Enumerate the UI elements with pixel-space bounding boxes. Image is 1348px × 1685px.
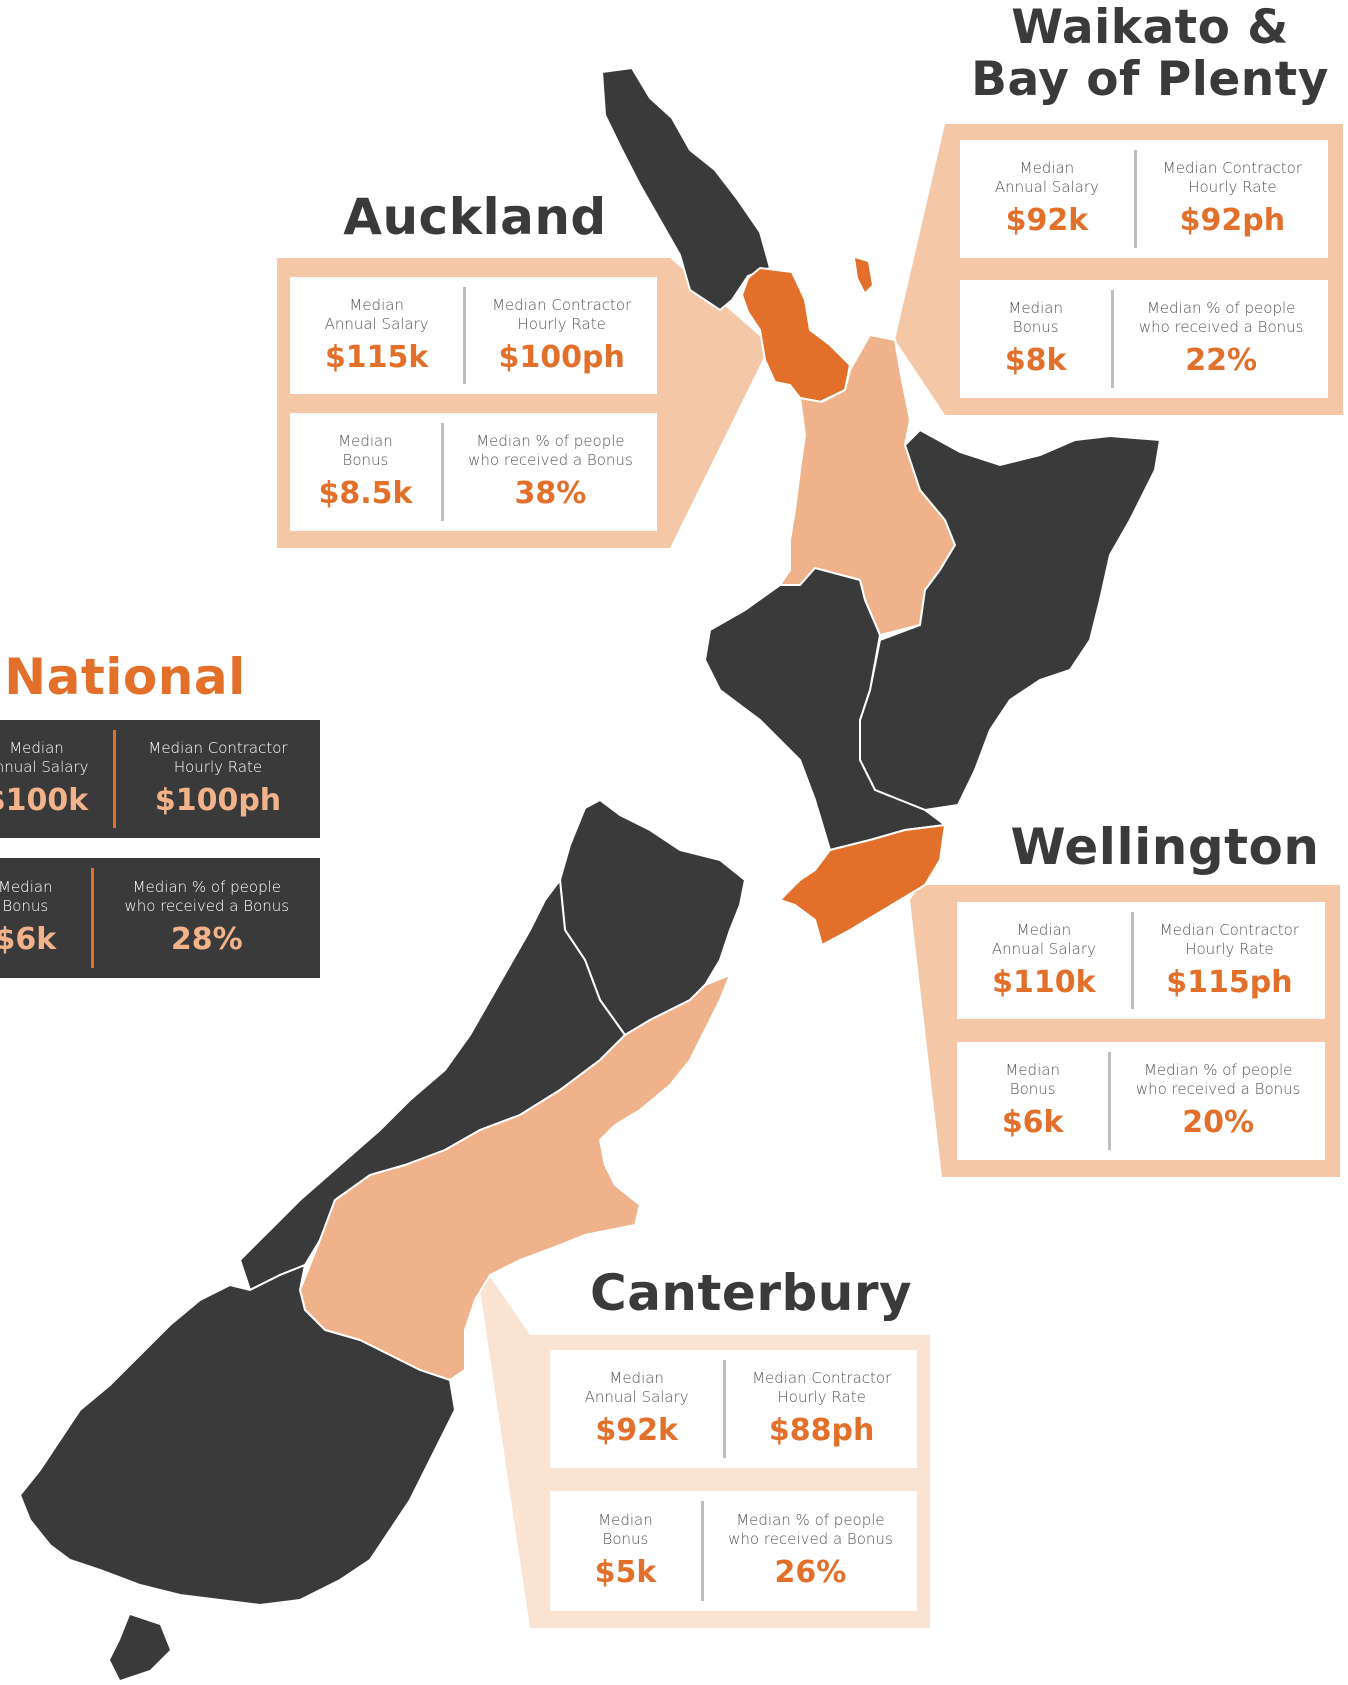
salary-label: Median Annual Salary: [324, 295, 429, 333]
stewart-island: [110, 1615, 170, 1680]
canterbury-salary-card: Median Annual Salary $92k Median Contrac…: [550, 1350, 917, 1468]
national-bonus: Median Bonus $6k: [0, 858, 91, 978]
pct-value: 26%: [774, 1555, 847, 1590]
divider: [723, 1360, 727, 1458]
bonus-label: Median Bonus: [0, 878, 53, 915]
pct-value: 22%: [1185, 343, 1258, 378]
wellington-salary: Median Annual Salary $110k: [957, 902, 1131, 1019]
divider: [90, 868, 94, 968]
divider: [1133, 150, 1137, 248]
bonus-value: $6k: [1001, 1105, 1064, 1140]
salary-label: Median Annual Salary: [584, 1369, 689, 1406]
north-island: [600, 66, 1162, 947]
south-island: [18, 798, 747, 1680]
divider: [1130, 912, 1134, 1009]
rate-label: Median Contractor Hourly Rate: [752, 1369, 892, 1406]
divider: [440, 423, 444, 521]
east-coast-region: [859, 428, 1162, 812]
canterbury-bonus-card: Median Bonus $5k Median % of people who …: [550, 1491, 917, 1611]
salary-value: $100k: [0, 783, 89, 818]
bonus-label: Median Bonus: [1008, 299, 1063, 336]
pct-value: 28%: [170, 922, 243, 957]
rate-value: $92ph: [1179, 203, 1286, 238]
bonus-value: $6k: [0, 922, 57, 957]
divider: [1108, 1052, 1112, 1150]
auckland-title: Auckland: [343, 188, 607, 246]
waikato-bonus: Median Bonus $8k: [960, 280, 1111, 398]
national-salary: Median Annual Salary $100k: [0, 720, 113, 838]
auckland-bonus-card: Median Bonus $8.5k Median % of people wh…: [290, 413, 657, 531]
taranaki-manawatu-region: [703, 566, 948, 852]
divider: [700, 1501, 704, 1601]
wellington-rate: Median Contractor Hourly Rate $115ph: [1134, 902, 1325, 1019]
waikato-bonus-card: Median Bonus $8k Median % of people who …: [960, 280, 1328, 398]
national-bonus-card: Median Bonus $6k Median % of people who …: [0, 858, 320, 978]
rate-label: Median Contractor Hourly Rate: [492, 295, 632, 333]
pct-label: Median % of people who received a Bonus: [728, 1511, 893, 1548]
rate-label: Median Contractor Hourly Rate: [1159, 920, 1299, 958]
wellington-title: Wellington: [1010, 818, 1320, 876]
pct-label: Median % of people who received a Bonus: [468, 432, 633, 469]
bonus-label: Median Bonus: [598, 1511, 653, 1548]
rate-value: $100ph: [498, 339, 625, 375]
salary-label: Median Annual Salary: [994, 159, 1099, 196]
canterbury-region: [298, 973, 732, 1382]
pct-label: Median % of people who received a Bonus: [124, 878, 290, 915]
canterbury-rate: Median Contractor Hourly Rate $88ph: [726, 1350, 917, 1468]
waikato-salary: Median Annual Salary $92k: [960, 140, 1134, 258]
salary-value: $110k: [992, 964, 1096, 1000]
salary-value: $92k: [595, 1413, 678, 1448]
canterbury-bonus: Median Bonus $5k: [550, 1491, 701, 1611]
canterbury-salary: Median Annual Salary $92k: [550, 1350, 723, 1468]
wellington-pct: Median % of people who received a Bonus …: [1111, 1042, 1325, 1160]
national-rate: Median Contractor Hourly Rate $100ph: [116, 720, 320, 838]
wellington-region: [778, 823, 947, 947]
rate-value: $100ph: [154, 783, 282, 818]
rate-label: Median Contractor Hourly Rate: [1162, 159, 1302, 196]
canterbury-pct: Median % of people who received a Bonus …: [704, 1491, 917, 1611]
waikato-pct: Median % of people who received a Bonus …: [1114, 280, 1328, 398]
salary-label: Median Annual Salary: [991, 920, 1096, 958]
auckland-salary-card: Median Annual Salary $115k Median Contra…: [290, 277, 657, 394]
auckland-island: [855, 258, 872, 292]
bonus-value: $8.5k: [318, 476, 413, 511]
salary-value: $92k: [1005, 203, 1089, 238]
pct-label: Median % of people who received a Bonus: [1135, 1061, 1301, 1098]
waikato-title: Waikato & Bay of Plenty: [971, 0, 1329, 107]
wellington-bonus: Median Bonus $6k: [957, 1042, 1108, 1160]
bonus-value: $5k: [594, 1555, 657, 1590]
otago-southland-region: [18, 1263, 457, 1607]
national-title: National: [4, 648, 246, 706]
rate-value: $115ph: [1166, 964, 1293, 1000]
wellington-salary-card: Median Annual Salary $110k Median Contra…: [957, 902, 1325, 1019]
auckland-rate: Median Contractor Hourly Rate $100ph: [466, 277, 657, 394]
canterbury-title: Canterbury: [590, 1264, 913, 1322]
salary-label: Median Annual Salary: [0, 739, 89, 776]
rate-label: Median Contractor Hourly Rate: [148, 739, 288, 776]
rate-value: $88ph: [768, 1413, 875, 1448]
pct-value: 38%: [514, 476, 587, 511]
waikato-salary-card: Median Annual Salary $92k Median Contrac…: [960, 140, 1328, 258]
waikato-rate: Median Contractor Hourly Rate $92ph: [1137, 140, 1328, 258]
pct-label: Median % of people who received a Bonus: [1138, 299, 1304, 336]
national-pct: Median % of people who received a Bonus …: [94, 858, 320, 978]
wellington-bonus-card: Median Bonus $6k Median % of people who …: [957, 1042, 1325, 1160]
auckland-salary: Median Annual Salary $115k: [290, 277, 463, 394]
bonus-label: Median Bonus: [338, 432, 393, 469]
divider: [113, 730, 116, 828]
pct-value: 20%: [1182, 1105, 1255, 1140]
auckland-bonus: Median Bonus $8.5k: [290, 413, 441, 531]
bonus-label: Median Bonus: [1005, 1061, 1060, 1098]
northland-region: [600, 66, 772, 312]
divider: [463, 287, 467, 384]
salary-value: $115k: [324, 339, 429, 375]
bonus-value: $8k: [1004, 343, 1067, 378]
national-salary-card: Median Annual Salary $100k Median Contra…: [0, 720, 320, 838]
divider: [1111, 290, 1115, 388]
auckland-pct: Median % of people who received a Bonus …: [444, 413, 657, 531]
